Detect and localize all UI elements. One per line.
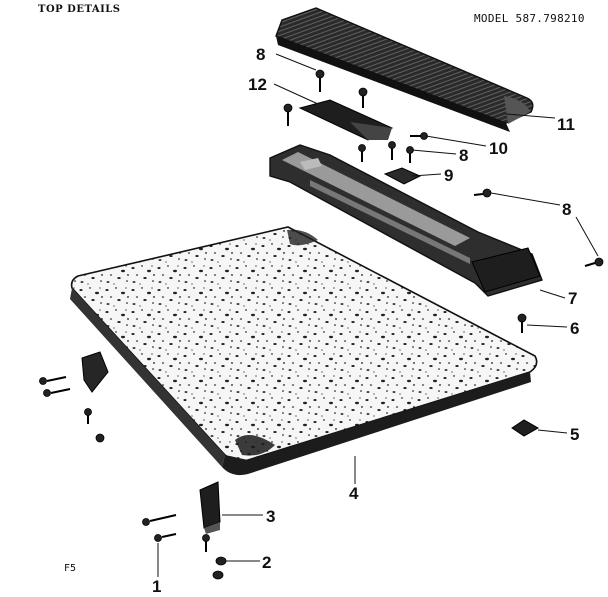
screw-icon-8d [358,144,366,162]
foot-icon-2 [212,556,227,580]
leader-lines [157,53,599,577]
screw-icon-hinge-6 [154,533,177,542]
screw-icon-hinge-7 [202,534,210,552]
screws [39,69,604,580]
left-hinge-bracket [81,351,109,393]
screw-icon-8h [473,188,492,198]
bracket-part-12 [298,99,394,141]
callout-6: 6 [570,319,579,338]
diagram-title: TOP DETAILS [38,4,121,15]
foot-part-5 [511,419,540,437]
callout-5: 5 [570,425,579,444]
callout-12: 12 [248,75,267,94]
callout-3: 3 [266,507,275,526]
callout-8-right: 8 [562,200,571,219]
top-panel [70,226,538,476]
callout-10: 10 [489,139,508,158]
callouts: 8 12 11 10 8 9 8 7 6 5 4 3 2 1 [152,45,579,596]
hinge-part-3 [199,481,221,534]
screw-icon-8c [283,103,293,126]
figure-code: F5 [64,563,77,574]
callout-8-middle: 8 [459,146,468,165]
backsplash-cover [275,7,534,132]
screw-icon-6 [517,313,527,333]
screw-icon-8e [388,141,396,160]
callout-9: 9 [444,166,453,185]
clip-part-9 [383,167,422,185]
callout-4: 4 [349,484,359,503]
model-number: MODEL 587.798210 [474,12,585,25]
screw-icon-hinge-5 [142,514,177,526]
screw-icon-hinge-3 [84,408,92,424]
screw-icon-8b [358,87,368,108]
screw-icon-hinge-4 [95,433,105,443]
screw-icon-hinge-1 [39,376,67,385]
screw-icon-8f [406,146,414,163]
screw-icon-hinge-2 [43,388,71,397]
callout-7: 7 [568,289,577,308]
screw-icon-8i [584,257,604,267]
callout-8-top: 8 [256,45,265,64]
callout-11: 11 [557,115,575,134]
screw-icon-8g [410,132,428,140]
control-console-base [269,144,543,297]
screw-icon-8a [315,69,325,92]
callout-1: 1 [152,577,161,596]
callout-2: 2 [262,553,271,572]
